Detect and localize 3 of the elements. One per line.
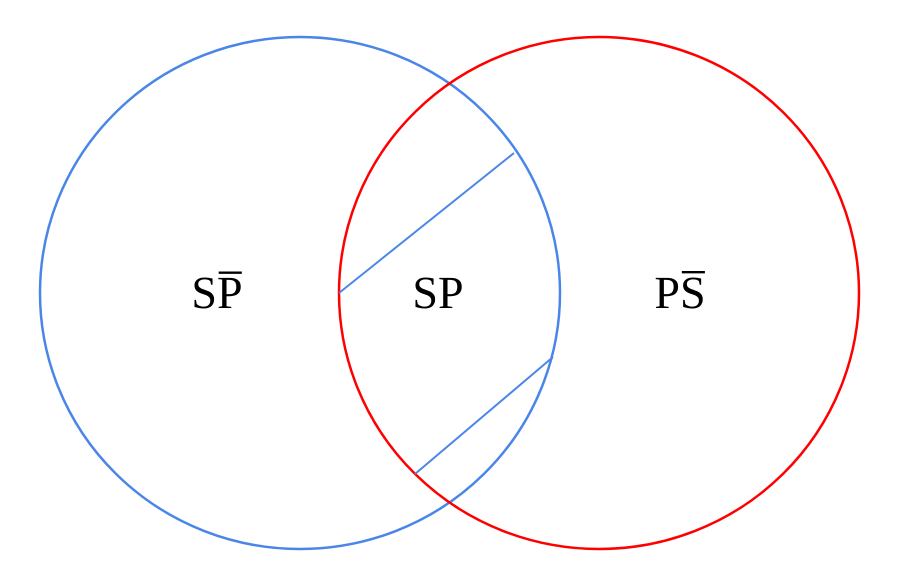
region-label: SP̅	[191, 270, 243, 316]
region-label: SP	[412, 270, 464, 316]
region-label: PS̅	[654, 270, 706, 316]
